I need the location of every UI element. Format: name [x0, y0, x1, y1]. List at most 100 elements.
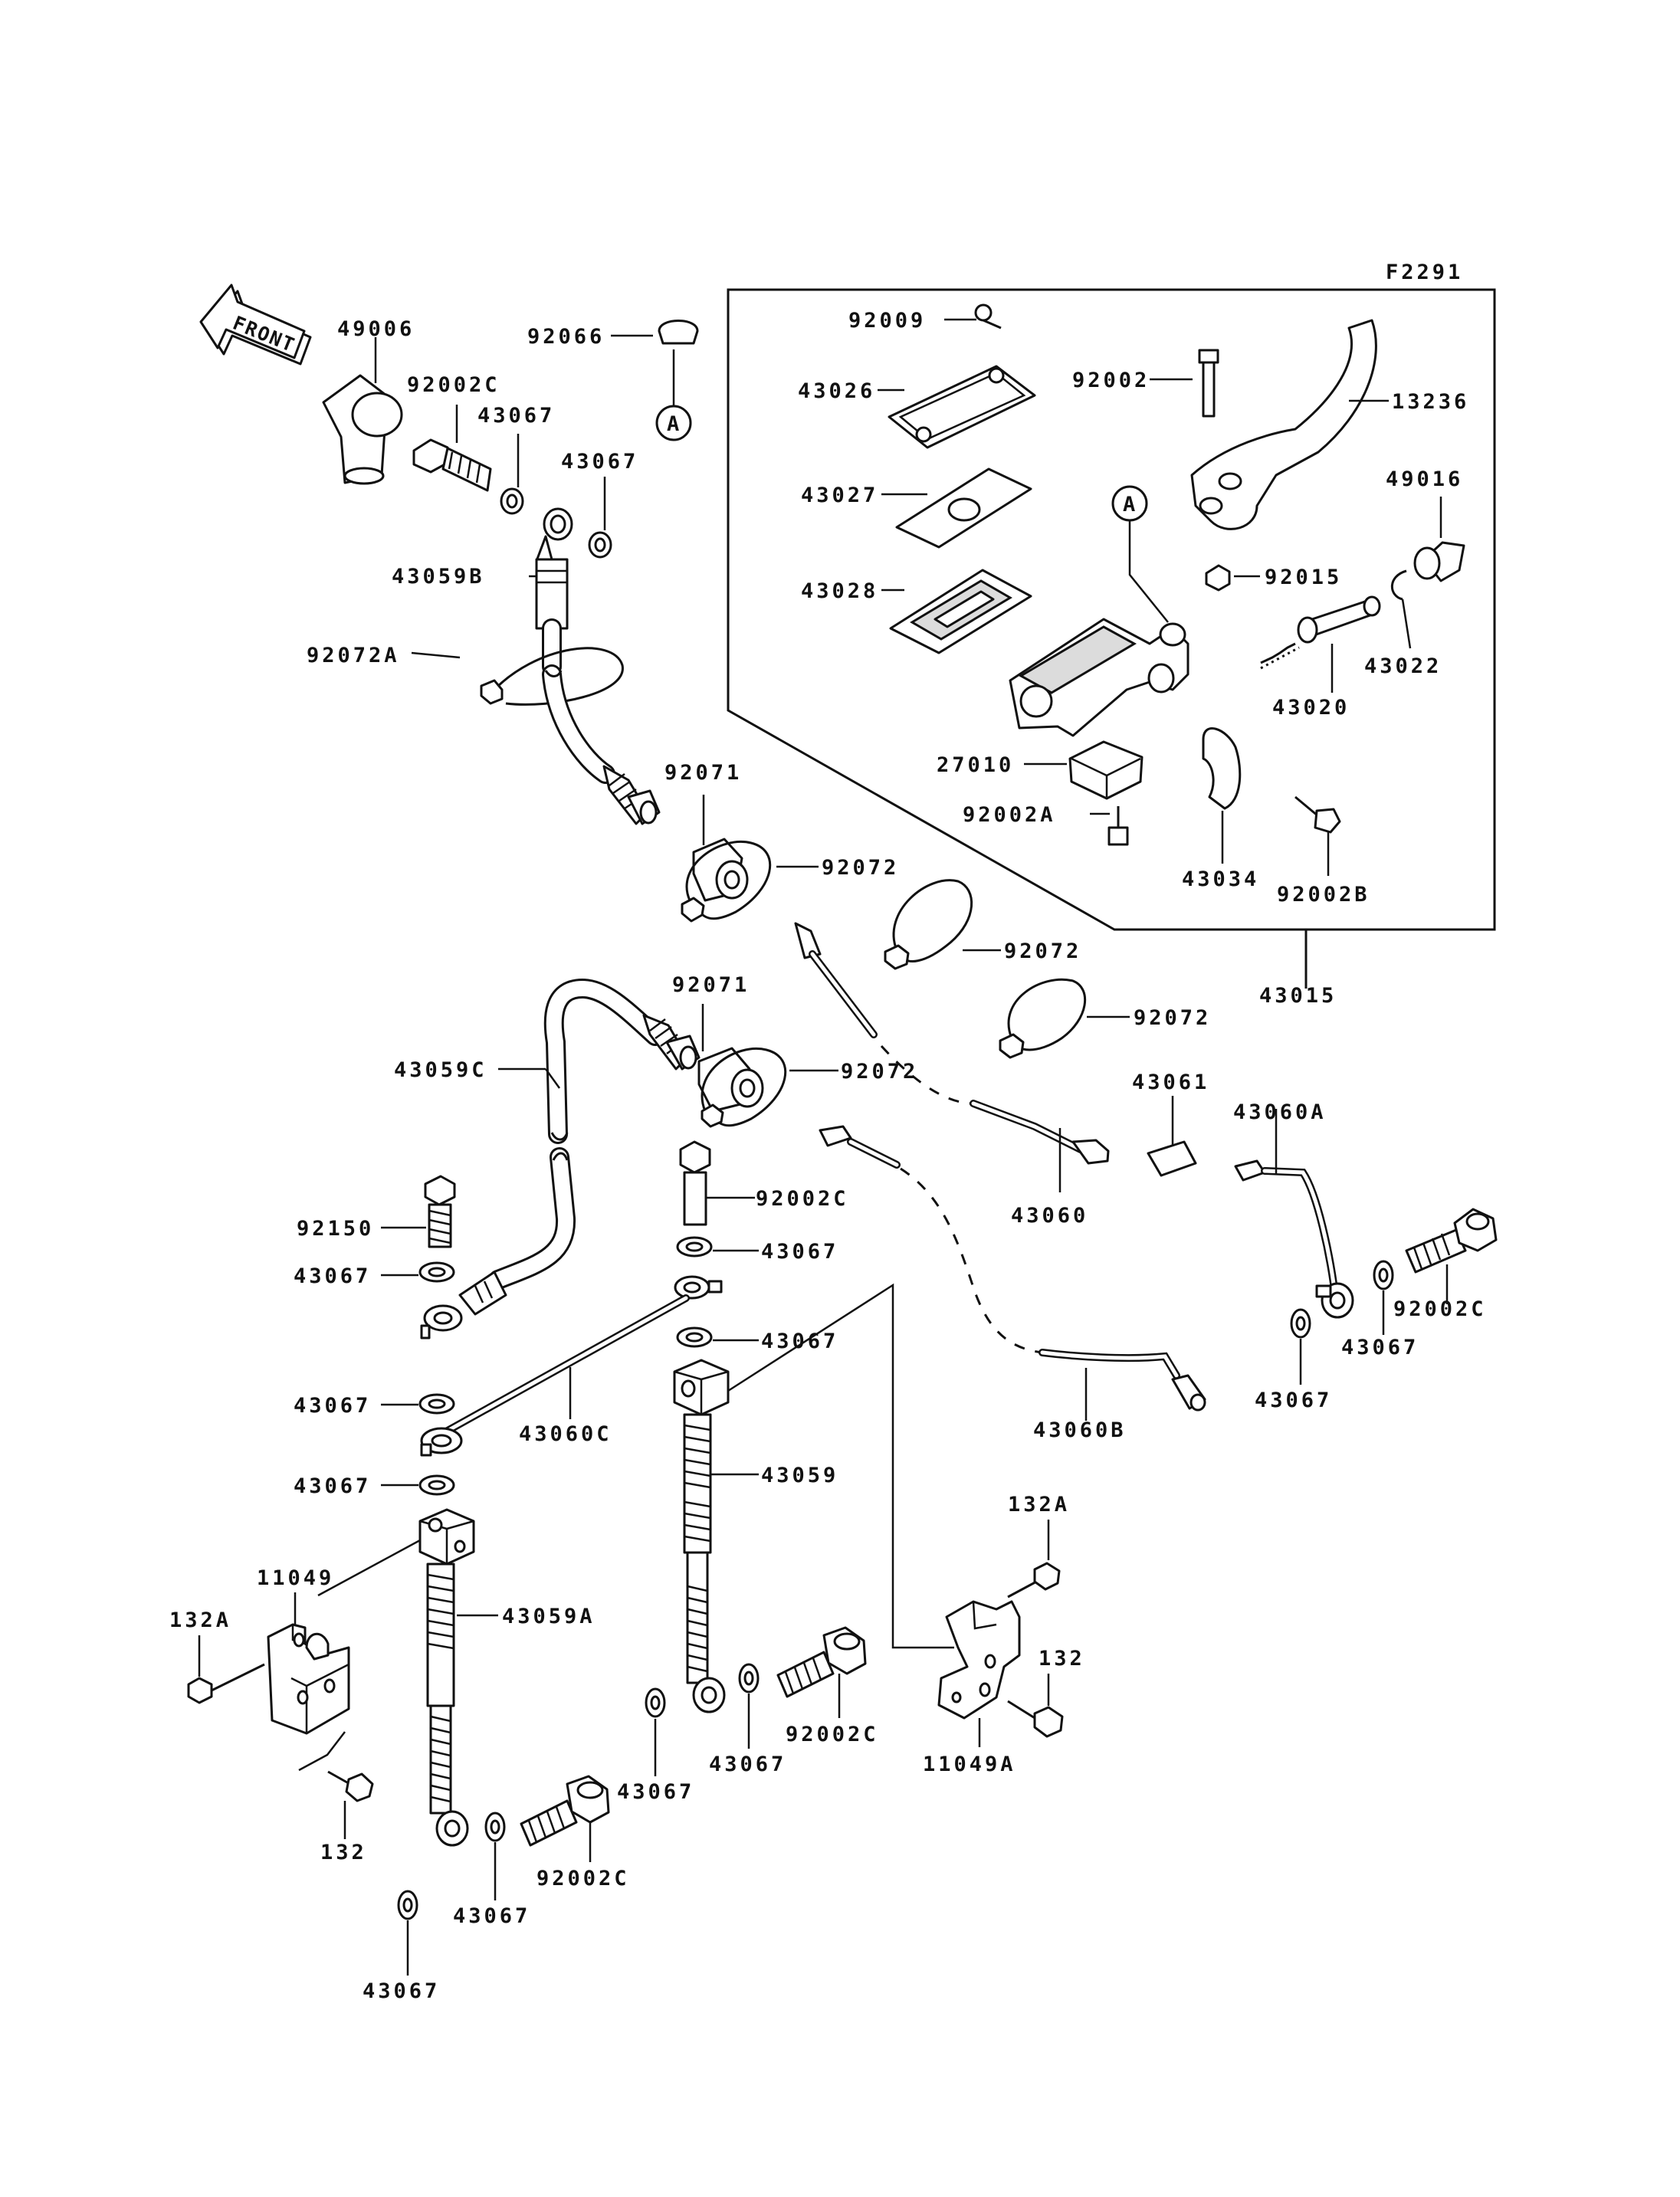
- part-label-13236: 13236: [1392, 390, 1469, 414]
- bolt-92150: [424, 1175, 456, 1248]
- circlip-43022: [1390, 569, 1407, 601]
- clamp-43034: [1202, 727, 1242, 810]
- part-label-92002c_bottom2: 92002C: [786, 1723, 879, 1746]
- banjo-bolt-92002c-right: [1405, 1208, 1498, 1274]
- clamp-92072-mid1: [884, 879, 973, 970]
- part-label-92072_lower: 92072: [841, 1060, 918, 1084]
- part-label-27010: 27010: [937, 753, 1014, 777]
- banjo-bolt-92002c-bottom: [520, 1775, 610, 1847]
- bracket-11049: [267, 1623, 350, 1735]
- part-label-92002c_bottom: 92002C: [536, 1867, 630, 1890]
- figure-id: F2291: [1386, 261, 1463, 284]
- brake-hose-43059a: [418, 1508, 475, 1847]
- bolt-132-left: [327, 1770, 374, 1802]
- part-label-92002b: 92002B: [1277, 883, 1370, 907]
- brake-pipe-43060: [794, 922, 1110, 1165]
- pipe-joint-43061: [1147, 1140, 1197, 1177]
- clamp-92072-mid2: [999, 978, 1086, 1059]
- part-label-92009: 92009: [848, 309, 926, 333]
- brake-hose-43059c: [420, 978, 701, 1340]
- part-label-92002c_top: 92002C: [407, 373, 500, 397]
- part-label-43020: 43020: [1272, 696, 1350, 720]
- part-label-43067_top1: 43067: [477, 404, 555, 428]
- part-label-49006: 49006: [337, 317, 415, 341]
- cap-92066: [658, 320, 699, 345]
- brake-hose-43059b: [535, 507, 573, 677]
- part-label-92066: 92066: [527, 325, 605, 349]
- part-label-132_left: 132: [320, 1841, 367, 1864]
- clamp-92072-lower: [701, 1048, 787, 1128]
- part-label-43067_bottom2: 43067: [453, 1904, 530, 1928]
- brake-pipe-43060b: [819, 1125, 1206, 1412]
- part-label-43022: 43022: [1364, 654, 1442, 678]
- part-label-43015: 43015: [1259, 984, 1337, 1008]
- part-label-43060c: 43060C: [519, 1422, 612, 1446]
- part-label-43059b: 43059B: [392, 565, 485, 589]
- ref-marker-a-outer: [655, 405, 692, 441]
- part-label-43067_left1: 43067: [294, 1264, 371, 1288]
- part-label-92002: 92002: [1072, 369, 1150, 392]
- assembly-43015-outline: [727, 288, 1496, 931]
- part-label-43060: 43060: [1011, 1204, 1088, 1228]
- brake-hose-43059: [673, 1359, 730, 1713]
- bolt-132-right: [1007, 1700, 1064, 1738]
- brake-pipe-43060c: [420, 1275, 723, 1457]
- banjo-bolt-92002c-bottom2: [776, 1626, 867, 1698]
- part-label-11049: 11049: [257, 1566, 334, 1590]
- pivot-bolt-92002: [1198, 349, 1219, 418]
- part-label-43067_left2: 43067: [294, 1394, 371, 1418]
- part-label-132a_left: 132A: [169, 1608, 231, 1632]
- banjo-bolt-92002c-top: [412, 438, 492, 492]
- part-label-92072a: 92072A: [307, 644, 400, 667]
- part-label-43067_top2: 43067: [561, 450, 638, 474]
- piston-43020: [1260, 595, 1381, 670]
- part-label-43067_bottom1: 43067: [363, 1979, 440, 2003]
- part-label-132a_right: 132A: [1008, 1493, 1070, 1517]
- part-label-43067_right1: 43067: [1255, 1389, 1332, 1412]
- bolt-132a-left: [187, 1663, 265, 1704]
- part-label-92072_mid2: 92072: [1134, 1006, 1211, 1030]
- part-label-92002a: 92002A: [963, 803, 1056, 827]
- front-arrow-icon: FRONT: [199, 284, 312, 366]
- part-label-43026: 43026: [798, 379, 875, 403]
- part-label-43067_center1: 43067: [761, 1240, 838, 1264]
- bolt-132a-right: [1007, 1562, 1061, 1599]
- part-label-92072_upper: 92072: [822, 856, 899, 880]
- reservoir-cap-43026: [888, 365, 1036, 449]
- dust-cover-49016: [1413, 541, 1465, 582]
- brake-lever-13236: [1190, 319, 1377, 530]
- part-label-43067_right2: 43067: [1341, 1336, 1419, 1359]
- part-label-43034: 43034: [1182, 867, 1259, 891]
- part-label-132_right: 132: [1039, 1647, 1085, 1671]
- part-label-43067_bottom4: 43067: [709, 1753, 786, 1776]
- part-label-11049a: 11049A: [923, 1753, 1016, 1776]
- part-label-43027: 43027: [801, 484, 878, 507]
- hose-fitting-upper: [602, 765, 661, 825]
- part-label-43059a: 43059A: [502, 1605, 596, 1628]
- svg-text:A: A: [667, 412, 679, 436]
- part-label-43061: 43061: [1132, 1071, 1209, 1094]
- brake-switch-27010: [1068, 740, 1144, 800]
- part-label-43067_bottom3: 43067: [617, 1780, 694, 1804]
- nut-92015: [1205, 564, 1231, 592]
- hose-joint-49006: [322, 374, 403, 485]
- part-label-92150: 92150: [297, 1217, 374, 1241]
- part-label-92002c_right: 92002C: [1393, 1297, 1487, 1321]
- part-label-92071_upper: 92071: [664, 761, 742, 785]
- part-label-43059: 43059: [761, 1464, 838, 1487]
- part-label-49016: 49016: [1386, 467, 1463, 491]
- part-label-92072_mid1: 92072: [1004, 939, 1081, 963]
- screw-92009: [974, 303, 1002, 330]
- part-label-43059c: 43059C: [394, 1058, 487, 1082]
- part-label-43067_left3: 43067: [294, 1474, 371, 1498]
- banjo-bolt-92002c-center: [679, 1140, 711, 1226]
- bracket-11049a: [937, 1600, 1021, 1720]
- brake-pipe-43060a: [1234, 1159, 1354, 1319]
- part-label-43028: 43028: [801, 579, 878, 603]
- part-label-43060b: 43060B: [1033, 1418, 1127, 1442]
- grommet-92071-lower: [697, 1047, 764, 1113]
- screw-92002a: [1107, 806, 1129, 846]
- master-cylinder-body: [1009, 618, 1189, 737]
- part-label-92015: 92015: [1265, 566, 1342, 589]
